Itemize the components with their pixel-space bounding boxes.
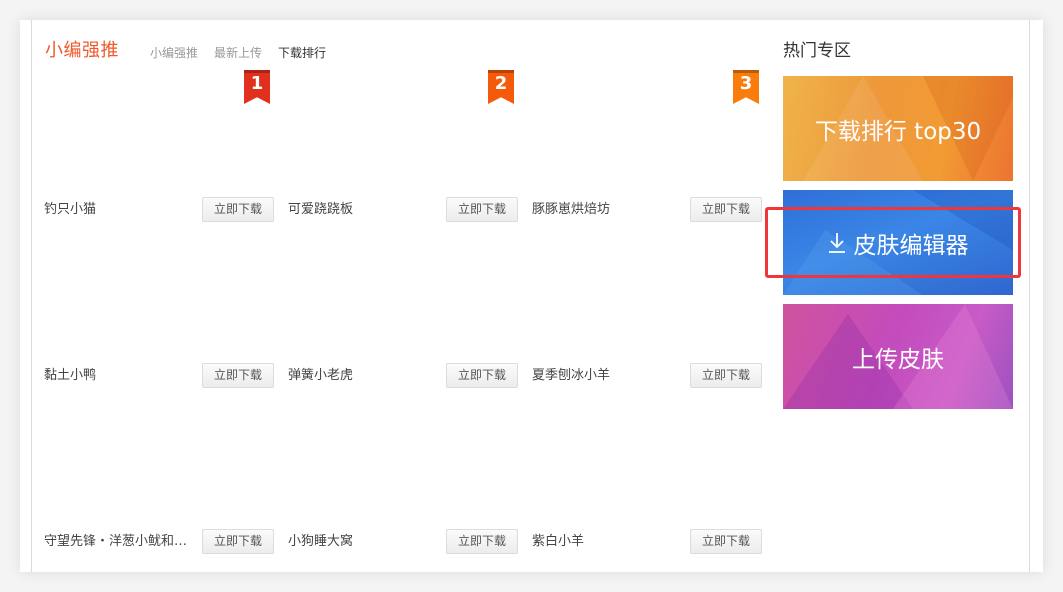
skin-name[interactable]: 钓只小猫 <box>44 202 97 217</box>
skin-name[interactable]: 守望先锋・洋葱小鱿和… <box>44 534 188 549</box>
banner-label: 皮肤编辑器 <box>853 232 969 259</box>
section-title: 小编强推 <box>45 40 119 61</box>
download-button[interactable]: 立即下载 <box>690 197 762 222</box>
skin-name[interactable]: 黏土小鸭 <box>44 368 97 383</box>
skin-name[interactable]: 可爱跷跷板 <box>288 202 354 217</box>
download-ranking-banner[interactable]: 下载排行 top30 <box>783 76 1013 181</box>
skin-row: 钓只小猫 立即下载 可爱跷跷板 立即下载 豚豚崽烘焙坊 立即下载 <box>20 197 780 223</box>
left-border <box>31 20 32 572</box>
tab-editor-picks[interactable]: 小编强推 <box>150 46 199 60</box>
download-button[interactable]: 立即下载 <box>446 363 518 388</box>
skin-name[interactable]: 紫白小羊 <box>532 534 585 549</box>
hot-zone-title: 热门专区 <box>783 41 851 61</box>
download-button[interactable]: 立即下载 <box>202 529 274 554</box>
download-button[interactable]: 立即下载 <box>202 363 274 388</box>
skin-name[interactable]: 小狗睡大窝 <box>288 534 354 549</box>
banner-label: 上传皮肤 <box>852 346 944 373</box>
download-button[interactable]: 立即下载 <box>690 363 762 388</box>
skin-row: 黏土小鸭 立即下载 弹簧小老虎 立即下载 夏季刨冰小羊 立即下载 <box>20 363 780 389</box>
skin-name[interactable]: 弹簧小老虎 <box>288 368 354 383</box>
tab-download-ranking[interactable]: 下载排行 <box>278 46 327 60</box>
skin-name[interactable]: 豚豚崽烘焙坊 <box>532 202 611 217</box>
section-tabs: 小编强推 最新上传 下载排行 <box>150 44 326 61</box>
download-button[interactable]: 立即下载 <box>690 529 762 554</box>
skin-editor-banner[interactable]: 皮肤编辑器 <box>783 190 1013 295</box>
banner-label: 下载排行 top30 <box>814 118 982 145</box>
rank-2-ribbon-icon: 2 <box>488 70 514 104</box>
download-button[interactable]: 立即下载 <box>446 197 518 222</box>
download-icon <box>828 232 846 254</box>
download-button[interactable]: 立即下载 <box>446 529 518 554</box>
skin-name[interactable]: 夏季刨冰小羊 <box>532 368 611 383</box>
rank-1-ribbon-icon: 1 <box>244 70 270 104</box>
tab-latest-uploads[interactable]: 最新上传 <box>214 46 263 60</box>
download-button[interactable]: 立即下载 <box>202 197 274 222</box>
upload-skin-banner[interactable]: 上传皮肤 <box>783 304 1013 409</box>
rank-3-ribbon-icon: 3 <box>733 70 759 104</box>
right-border <box>1029 20 1030 572</box>
skin-row: 守望先锋・洋葱小鱿和… 立即下载 小狗睡大窝 立即下载 紫白小羊 立即下载 <box>20 529 780 555</box>
content-card: 小编强推 小编强推 最新上传 下载排行 1 2 3 钓只小猫 立即下载 可爱跷跷… <box>20 20 1043 572</box>
